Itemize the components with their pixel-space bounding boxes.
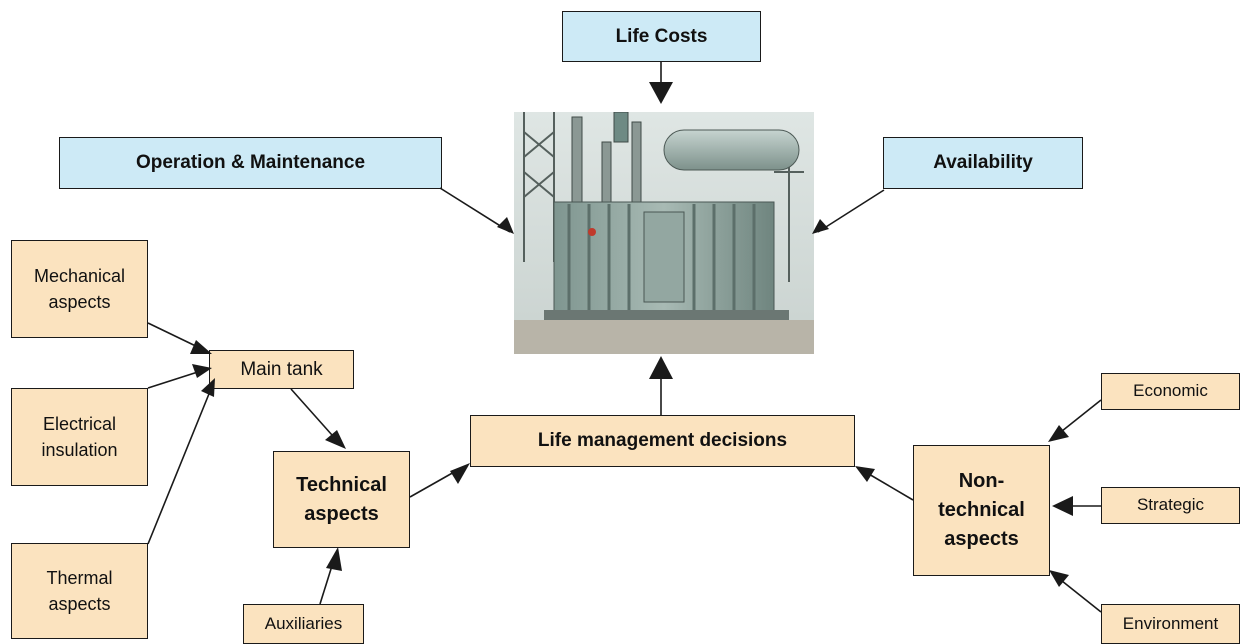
economic-label: Economic bbox=[1133, 381, 1208, 401]
arrowhead-operation bbox=[497, 217, 514, 234]
availability-label: Availability bbox=[933, 152, 1033, 174]
arrowhead-decisions bbox=[649, 356, 673, 379]
arrowhead-thermal bbox=[201, 378, 215, 397]
arrow-availability-to-image bbox=[817, 189, 885, 233]
main-tank-label: Main tank bbox=[240, 358, 323, 380]
economic-box: Economic bbox=[1101, 373, 1240, 410]
auxiliaries-box: Auxiliaries bbox=[243, 604, 364, 644]
arrowhead-life-costs bbox=[649, 82, 673, 104]
arrowhead-auxiliaries bbox=[326, 547, 342, 571]
operation-maintenance-label: Operation & Maintenance bbox=[135, 152, 366, 174]
operation-maintenance-box: Operation & Maintenance bbox=[59, 137, 442, 189]
main-tank-box: Main tank bbox=[209, 350, 354, 389]
arrow-electrical-to-main-tank bbox=[147, 369, 205, 389]
strategic-label: Strategic bbox=[1136, 495, 1205, 515]
arrowhead-mechanical bbox=[190, 340, 212, 354]
power-transformer-image bbox=[514, 112, 814, 354]
arrow-thermal-to-main-tank bbox=[147, 383, 214, 545]
life-management-decisions-label: Life management decisions bbox=[537, 430, 788, 452]
arrowhead-strategic bbox=[1052, 496, 1073, 516]
arrowhead-availability bbox=[812, 219, 829, 234]
technical-aspects-label: Technical aspects bbox=[296, 473, 387, 525]
non-technical-aspects-label: Non- technical aspects bbox=[938, 470, 1025, 550]
thermal-aspects-label: Thermal aspects bbox=[46, 567, 113, 614]
electrical-insulation-box: Electrical insulation bbox=[11, 388, 148, 486]
thermal-aspects-box: Thermal aspects bbox=[11, 543, 148, 639]
environment-label: Environment bbox=[1122, 613, 1219, 633]
arrowhead-technical bbox=[450, 463, 470, 484]
life-costs-box: Life Costs bbox=[562, 11, 761, 62]
arrow-operation-to-image bbox=[439, 187, 511, 233]
mechanical-aspects-box: Mechanical aspects bbox=[11, 240, 148, 338]
arrowhead-economic bbox=[1048, 425, 1069, 442]
life-costs-label: Life Costs bbox=[615, 25, 708, 47]
arrowhead-non-technical bbox=[855, 466, 875, 482]
auxiliaries-label: Auxiliaries bbox=[264, 613, 343, 633]
life-management-decisions-box: Life management decisions bbox=[470, 415, 855, 467]
non-technical-aspects-box: Non- technical aspects bbox=[913, 445, 1050, 576]
electrical-insulation-label: Electrical insulation bbox=[41, 413, 118, 460]
arrowhead-environment bbox=[1049, 570, 1069, 587]
arrowhead-electrical bbox=[192, 364, 212, 378]
strategic-box: Strategic bbox=[1101, 487, 1240, 524]
technical-aspects-box: Technical aspects bbox=[273, 451, 410, 548]
arrowhead-main-tank bbox=[325, 430, 346, 449]
availability-box: Availability bbox=[883, 137, 1083, 189]
mechanical-aspects-label: Mechanical aspects bbox=[33, 265, 126, 312]
